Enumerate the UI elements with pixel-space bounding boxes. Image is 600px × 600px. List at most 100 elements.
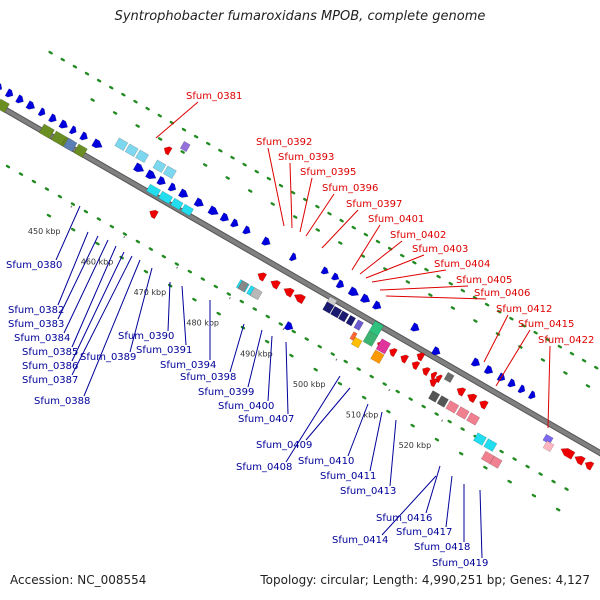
- leader-line-bottom: [285, 341, 289, 415]
- gene-label-bottom: Sfum_0391: [136, 345, 192, 356]
- forward-gene-arrow: [261, 236, 271, 246]
- gene-label-top: Sfum_0396: [322, 183, 378, 194]
- gc-dot-outer: [497, 309, 502, 314]
- forward-gene-arrow: [371, 300, 382, 310]
- gene-label-bottom: Sfum_0387: [22, 375, 78, 386]
- gc-dot-inner: [538, 472, 543, 476]
- reverse-gene-arrow: [429, 378, 439, 388]
- gc-dot-mid: [450, 306, 456, 310]
- leader-line-bottom: [445, 475, 453, 528]
- gc-dot-mid: [135, 124, 140, 128]
- gc-dot-outer: [533, 330, 538, 335]
- reverse-gene-arrow: [422, 367, 431, 377]
- gc-dot-mid: [293, 215, 298, 219]
- gc-dot-outer: [545, 337, 550, 342]
- leader-line-bottom: [479, 489, 483, 559]
- forward-gene-arrow: [229, 218, 239, 228]
- gene-label-top: Sfum_0403: [412, 244, 468, 255]
- forward-gene-arrow: [219, 212, 230, 222]
- gc-dot-outer: [230, 155, 235, 160]
- leader-line-top: [385, 295, 487, 300]
- olive-gene-block: [0, 98, 10, 113]
- leader-line-bottom: [57, 235, 99, 320]
- forward-gene-arrow: [25, 100, 36, 110]
- gc-dot-inner: [57, 194, 63, 199]
- reverse-gene-arrow: [163, 146, 173, 156]
- tick-label: 520 kbp: [399, 441, 432, 450]
- gc-dot-outer: [145, 106, 150, 111]
- gc-dot-outer: [181, 127, 187, 132]
- leader-line-top: [267, 147, 285, 227]
- leader-line-top: [365, 254, 425, 279]
- leader-line-top: [321, 209, 359, 249]
- gray-gene-block: [237, 280, 249, 293]
- gc-dot-mid: [405, 280, 411, 284]
- slate-gene-block: [353, 319, 364, 331]
- gene-label-top: Sfum_0404: [434, 259, 490, 270]
- forward-gene-arrow: [91, 138, 103, 149]
- tick-mark: [176, 266, 179, 269]
- leader-line-bottom: [285, 375, 341, 463]
- gc-dot-inner: [317, 344, 322, 349]
- gene-label-bottom: Sfum_0384: [14, 333, 70, 344]
- gc-dot-inner: [291, 329, 296, 334]
- gene-label-top: Sfum_0415: [518, 319, 574, 330]
- leader-line-top: [359, 240, 403, 275]
- pink-gene-block: [489, 455, 503, 469]
- gc-dot-inner: [135, 239, 141, 244]
- gc-dot-inner: [499, 449, 504, 454]
- orange-gene-block: [350, 336, 363, 349]
- steelblue-gene-block: [63, 137, 78, 152]
- gene-labels-layer: Sfum_0381Sfum_0392Sfum_0393Sfum_0395Sfum…: [6, 91, 594, 569]
- gc-dot-outer: [60, 57, 66, 62]
- gc-dot-outer: [278, 183, 284, 188]
- gene-label-bottom: Sfum_0413: [340, 486, 396, 497]
- cyan-gene-block: [145, 183, 162, 198]
- gc-dot-mid: [540, 358, 546, 362]
- forward-gene-arrow: [48, 113, 57, 123]
- gene-label-top: Sfum_0412: [496, 304, 552, 315]
- gc-dot-outer: [109, 85, 114, 90]
- gc-dot-inner2: [507, 479, 512, 484]
- tick-label: 480 kbp: [186, 319, 219, 328]
- gc-dot-inner2: [337, 381, 343, 386]
- leader-line-bottom: [63, 239, 109, 334]
- forward-gene-arrow: [320, 266, 329, 275]
- reverse-gene-arrow: [283, 287, 295, 298]
- forward-gene-arrow: [68, 125, 77, 135]
- gc-dot-mid: [563, 371, 568, 375]
- cyan-gene-block: [114, 137, 129, 151]
- gc-dot-outer: [169, 120, 175, 125]
- gc-dot-outer: [96, 78, 102, 83]
- gc-dot-inner2: [531, 493, 537, 498]
- tick-mark: [228, 297, 231, 300]
- gc-dot-inner: [252, 307, 258, 311]
- gc-dot-mid: [338, 241, 343, 245]
- gc-dot-outer: [254, 169, 259, 174]
- gc-dot-inner2: [216, 311, 221, 316]
- gene-label-bottom: Sfum_0418: [414, 542, 470, 553]
- gc-dot-mid: [157, 137, 163, 141]
- forward-gene-arrow: [410, 322, 420, 332]
- reverse-gene-arrow: [270, 280, 281, 290]
- orange-gene-block: [370, 349, 385, 364]
- tick-label: 500 kbp: [293, 380, 326, 389]
- forward-gene-arrow: [517, 384, 526, 394]
- forward-gene-arrow: [0, 82, 3, 92]
- gene-label-top: Sfum_0406: [474, 288, 530, 299]
- gc-dot-inner: [148, 247, 154, 251]
- forward-gene-arrow: [193, 197, 204, 207]
- leader-line-top: [547, 345, 551, 429]
- gc-dot-inner2: [434, 437, 440, 442]
- gene-label-bottom: Sfum_0414: [332, 535, 388, 546]
- gc-dot-inner: [31, 179, 37, 184]
- gc-dot-outer: [448, 281, 453, 286]
- tick-mark: [123, 236, 126, 239]
- leader-line-top: [495, 329, 531, 387]
- gene-label-bottom: Sfum_0400: [218, 401, 274, 412]
- forward-gene-arrow: [15, 94, 24, 104]
- map-title: Syntrophobacter fumaroxidans MPOB, compl…: [114, 9, 486, 24]
- gc-dot-mid: [247, 189, 253, 193]
- gray-gene-block: [249, 287, 263, 301]
- pink-gene-block: [542, 440, 555, 453]
